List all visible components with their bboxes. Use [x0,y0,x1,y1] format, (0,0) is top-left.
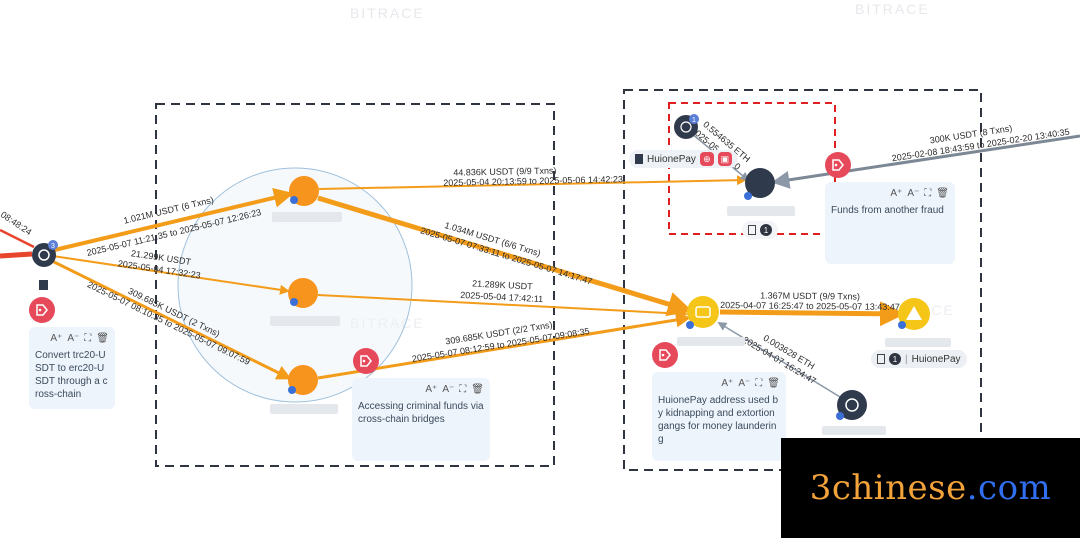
edge-amount: 1.367M USDT (9/9 Txns) [760,290,860,301]
node-orange-mid[interactable] [288,278,318,308]
edge-usdt-right [771,134,1080,189]
address-label-blurred [272,212,342,222]
node-dark-small[interactable]: 1 [674,114,699,139]
edge-red-incoming-2 [0,228,35,249]
building-icon [635,154,643,164]
note-criminal[interactable]: A⁺ A⁻ ⛶ 🗑 Accessing criminal funds via c… [352,378,490,461]
address-label-blurred [885,338,951,347]
count-label[interactable]: 1 [742,221,778,239]
note-text: Convert trc20-USDT to erc20-USDT through… [35,350,108,400]
note-huione[interactable]: A⁺ A⁻ ⛶ 🗑 HuionePay address used by kidn… [652,372,786,461]
note-text: HuionePay address used by kidnapping and… [658,395,779,445]
delete-icon[interactable]: 🗑 [767,378,780,389]
group-box-left [155,103,555,467]
usdt-chain-icon [290,196,298,204]
eth-chain-icon [836,412,844,420]
entity-label-huionepay-bottom[interactable]: 1 | HuionePay [871,350,967,368]
document-icon [748,225,756,235]
edge-top-to-dark [318,175,747,190]
edge-range: 2025-05-04 20:13:59 to 2025-05-06 14:42:… [443,174,623,188]
note-convert[interactable]: A⁺ A⁻ ⛶ 🗑 Convert trc20-USDT to erc20-US… [29,327,115,409]
address-label-blurred [822,426,886,435]
delete-icon[interactable]: 🗑 [471,384,484,395]
frame-icon[interactable]: ⛶ [755,378,763,389]
note-fraud[interactable]: A⁺ A⁻ ⛶ 🗑 Funds from another fraud [825,182,955,264]
separator: | [905,353,908,365]
note-toolbar: A⁺ A⁻ ⛶ 🗑 [890,187,949,200]
usdt-chain-icon [686,321,694,329]
usdt-chain-icon [290,298,298,306]
edge-bottom-to-hub [317,312,691,380]
node-orange-bottom[interactable] [288,365,318,395]
font-decrease-icon[interactable]: A⁻ [907,188,920,199]
font-increase-icon[interactable]: A⁺ [425,384,438,395]
building-icon [39,280,48,290]
usdt-chain-icon [898,321,906,329]
node-dark-top[interactable] [744,168,775,200]
count-badge: 1 [760,224,772,236]
edge-range: 2025-05-04 17:42:11 [460,290,543,304]
frame-icon[interactable]: ⛶ [459,384,467,395]
delete-icon[interactable]: 🗑 [936,188,949,199]
edge-hub-to-yellow [719,301,905,327]
edge-src-bottom [45,256,292,380]
risk-tag-icon[interactable] [353,348,379,374]
frame-icon[interactable]: ⛶ [84,333,92,344]
address-label-blurred [270,316,340,326]
usdt-chain-icon [288,386,296,394]
edge-range: 2025-04-07 16:25:47 to 2025-05-07 13:43:… [720,300,900,312]
edge-top-to-hub [317,195,693,317]
note-text: Accessing criminal funds via cross-chain… [358,401,484,425]
note-toolbar: A⁺ A⁻ ⛶ 🗑 [50,332,109,345]
font-decrease-icon[interactable]: A⁻ [67,333,80,344]
delete-icon[interactable]: 🗑 [96,333,109,344]
source-badge: 3 [51,243,55,250]
font-increase-icon[interactable]: A⁺ [50,333,63,344]
document-icon [877,354,885,364]
font-increase-icon[interactable]: A⁺ [721,378,734,389]
note-text: Funds from another fraud [831,205,944,216]
note-toolbar: A⁺ A⁻ ⛶ 🗑 [721,377,780,390]
risk-tag-icon[interactable] [29,297,55,323]
font-decrease-icon[interactable]: A⁻ [442,384,455,395]
edge-src-top [45,187,294,254]
node-orange-top[interactable] [289,176,319,206]
bridge-icon[interactable]: ⊕ [699,152,714,166]
node-dark-bottom[interactable] [836,390,867,420]
brand-watermark: 3chinese.com [781,438,1080,538]
note-toolbar: A⁺ A⁻ ⛶ 🗑 [425,383,484,396]
entity-label-huionepay[interactable]: HuionePay ⊕ ▣ [629,150,738,168]
node-hub-huionepay[interactable] [686,296,719,329]
edge-eth-bottom [717,322,846,401]
brand-part-1: 3chinese [809,468,967,508]
watermark: BITRACE [855,1,930,17]
eth-chain-icon [744,192,752,200]
edge-amount: 44.836K USDT (9/9 Txns) [453,166,556,178]
node-source[interactable]: 3 [32,240,58,267]
frame-icon[interactable]: ⛶ [924,188,932,199]
address-label-blurred [677,337,745,346]
entity-name: HuionePay [911,353,961,365]
node-yellow-right[interactable] [898,298,930,330]
risk-tag-icon[interactable] [825,152,851,178]
risk-tag-icon[interactable] [652,342,678,368]
font-increase-icon[interactable]: A⁺ [890,188,903,199]
count-badge: 1 [889,353,901,365]
edge-range: 2025-05-07 07:33:11 to 2025-05-07 14:17:… [419,225,593,286]
edge-red-incoming [0,251,33,259]
flag-icon[interactable]: ▣ [717,152,732,166]
address-label-blurred [727,206,795,216]
watermark: BITRACE [350,5,425,21]
edge-amount: 21.289K USDT [472,278,533,291]
edge-mid-to-hub [317,294,688,319]
font-decrease-icon[interactable]: A⁻ [738,378,751,389]
node-badge: 1 [692,117,696,124]
brand-part-2: .com [966,468,1052,508]
address-label-blurred [270,404,338,414]
edge-src-mid [45,254,290,295]
entity-name: HuionePay [647,153,696,165]
